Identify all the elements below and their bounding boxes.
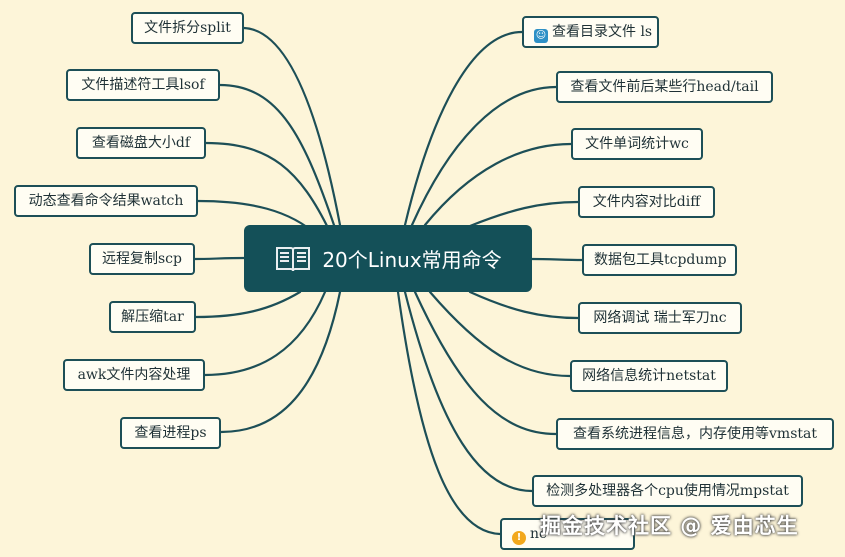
connector-left-5 <box>193 256 246 261</box>
node-wc[interactable]: 文件单词统计wc <box>571 128 703 160</box>
node-lsof[interactable]: 文件描述符工具lsof <box>66 69 220 101</box>
connector-right-6 <box>468 290 580 320</box>
watermark: 掘金技术社区 @ 爱由芯生 <box>540 514 799 538</box>
connector-right-1 <box>403 30 524 227</box>
node-nc-last[interactable]: ! nc <box>500 518 635 550</box>
connector-right-10 <box>396 290 502 536</box>
node-netstat[interactable]: 网络信息统计netstat <box>570 360 728 392</box>
node-vmstat[interactable]: 查看系统进程信息，内存使用等vmstat <box>556 418 834 450</box>
node-nc-last-label: nc <box>530 526 547 542</box>
node-watch[interactable]: 动态查看命令结果watch <box>14 185 198 217</box>
connector-left-8 <box>219 290 342 434</box>
connector-left-3 <box>204 141 332 234</box>
node-scp[interactable]: 远程复制scp <box>89 243 195 275</box>
node-mpstat[interactable]: 检测多处理器各个cpu使用情况mpstat <box>532 475 803 507</box>
book-icon <box>276 246 311 271</box>
node-split[interactable]: 文件拆分split <box>131 12 244 44</box>
node-diff[interactable]: 文件内容对比diff <box>578 186 715 218</box>
connector-right-8 <box>413 290 558 436</box>
node-df[interactable]: 查看磁盘大小df <box>76 127 206 159</box>
connector-right-2 <box>410 85 558 227</box>
connector-right-4 <box>468 200 580 228</box>
connector-left-6 <box>194 290 302 319</box>
user-icon: ☺ <box>534 29 548 43</box>
node-ls[interactable]: ☺ 查看目录文件 ls <box>522 16 659 48</box>
node-tcpdump[interactable]: 数据包工具tcpdump <box>582 244 737 276</box>
connector-right-9 <box>403 290 534 493</box>
central-topic[interactable]: 20个Linux常用命令 <box>244 225 532 292</box>
connector-left-1 <box>242 26 342 227</box>
node-ls-label: 查看目录文件 ls <box>552 24 653 40</box>
connector-right-3 <box>423 142 573 227</box>
connector-right-7 <box>428 290 572 378</box>
node-nc[interactable]: 网络调试 瑞士军刀nc <box>578 302 742 334</box>
connector-right-5 <box>530 257 584 262</box>
node-awk[interactable]: awk文件内容处理 <box>63 359 205 391</box>
connector-left-2 <box>218 83 337 230</box>
warning-icon: ! <box>512 531 526 545</box>
node-head-tail[interactable]: 查看文件前后某些行head/tail <box>556 71 773 103</box>
node-tar[interactable]: 解压缩tar <box>109 301 196 333</box>
central-topic-title: 20个Linux常用命令 <box>322 248 502 272</box>
connector-left-7 <box>203 290 327 377</box>
node-ps[interactable]: 查看进程ps <box>120 417 221 449</box>
